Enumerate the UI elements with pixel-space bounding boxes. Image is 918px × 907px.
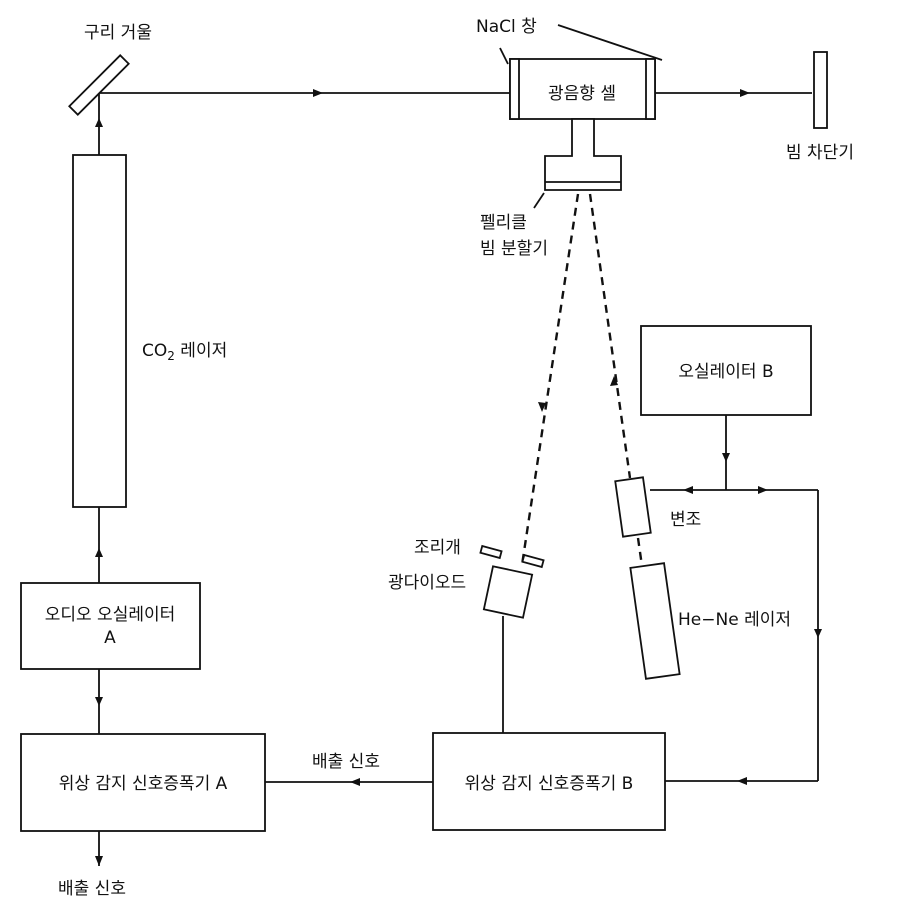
hene-laser-label: He−Ne 레이저 bbox=[678, 610, 791, 630]
oscillator-b bbox=[640, 325, 812, 416]
iris-right bbox=[521, 553, 545, 569]
nacl-window-label: NaCl 창 bbox=[476, 17, 537, 37]
output-signal-bottom-label: 배출 신호 bbox=[58, 879, 126, 899]
arrow-up-icon bbox=[95, 118, 103, 127]
arrow-left-icon bbox=[350, 778, 360, 786]
arrow-left-icon bbox=[683, 486, 693, 494]
probe-beam-from-modulator bbox=[588, 193, 632, 479]
co2-laser-prefix: CO bbox=[142, 341, 167, 361]
photoacoustic-cell-label: 광음향 셀 bbox=[548, 84, 616, 104]
lockin-amplifier-a-label: 위상 감지 신호증폭기 A bbox=[59, 774, 228, 794]
audio-oscillator-a bbox=[20, 582, 201, 670]
copper-mirror-label: 구리 거울 bbox=[84, 23, 152, 43]
pellicle-label-line1: 펠리클 bbox=[480, 213, 527, 233]
arrow-up-icon bbox=[610, 376, 618, 386]
arrow-right-icon bbox=[740, 89, 750, 97]
beam-stop-label: 빔 차단기 bbox=[786, 143, 854, 163]
output-signal-mid-label: 배출 신호 bbox=[312, 752, 380, 772]
photodiode bbox=[482, 565, 534, 619]
modulator-label: 변조 bbox=[670, 510, 701, 530]
nacl-leader-right bbox=[557, 24, 663, 61]
modulator-to-hene-beam bbox=[636, 537, 644, 567]
copper-mirror bbox=[68, 54, 130, 116]
arrow-up-icon bbox=[95, 548, 103, 557]
arrow-right-icon bbox=[758, 486, 768, 494]
iris-left bbox=[479, 544, 503, 560]
arrow-down-icon bbox=[95, 697, 103, 706]
lockin-amplifier-b-label: 위상 감지 신호증폭기 B bbox=[465, 774, 634, 794]
nacl-leader-left bbox=[499, 47, 509, 65]
arrow-right-icon bbox=[313, 89, 323, 97]
nacl-window-right bbox=[645, 58, 656, 120]
beam-stop bbox=[813, 51, 828, 129]
audio-oscillator-a-label-line2: A bbox=[104, 628, 116, 648]
arrow-down-icon bbox=[538, 402, 546, 412]
cell-stem bbox=[544, 118, 622, 191]
pellicle-label-line2: 빔 분할기 bbox=[480, 239, 548, 259]
co2-laser bbox=[72, 154, 127, 508]
audio-oscillator-a-label-line1: 오디오 오실레이터 bbox=[45, 605, 176, 625]
arrow-down-icon bbox=[722, 453, 730, 462]
lockin-amplifier-b bbox=[432, 732, 666, 831]
arrow-down-icon bbox=[95, 856, 103, 866]
pellicle-leader bbox=[533, 192, 545, 209]
co2-laser-subscript: 2 bbox=[167, 349, 175, 363]
oscillator-b-label: 오실레이터 B bbox=[678, 362, 773, 382]
arrow-left-icon bbox=[737, 777, 747, 785]
photoacoustic-cell bbox=[509, 58, 656, 120]
nacl-window-left bbox=[509, 58, 520, 120]
probe-beam-to-photodiode bbox=[520, 193, 580, 566]
lockin-amplifier-a bbox=[20, 733, 266, 832]
iris-label: 조리개 bbox=[414, 538, 461, 558]
co2-laser-label: CO2 레이저 bbox=[142, 341, 227, 363]
modulator bbox=[614, 476, 652, 538]
co2-laser-suffix: 레이저 bbox=[175, 341, 227, 361]
hene-laser bbox=[629, 562, 681, 680]
photodiode-label: 광다이오드 bbox=[388, 573, 466, 593]
arrow-down-icon bbox=[814, 629, 822, 638]
